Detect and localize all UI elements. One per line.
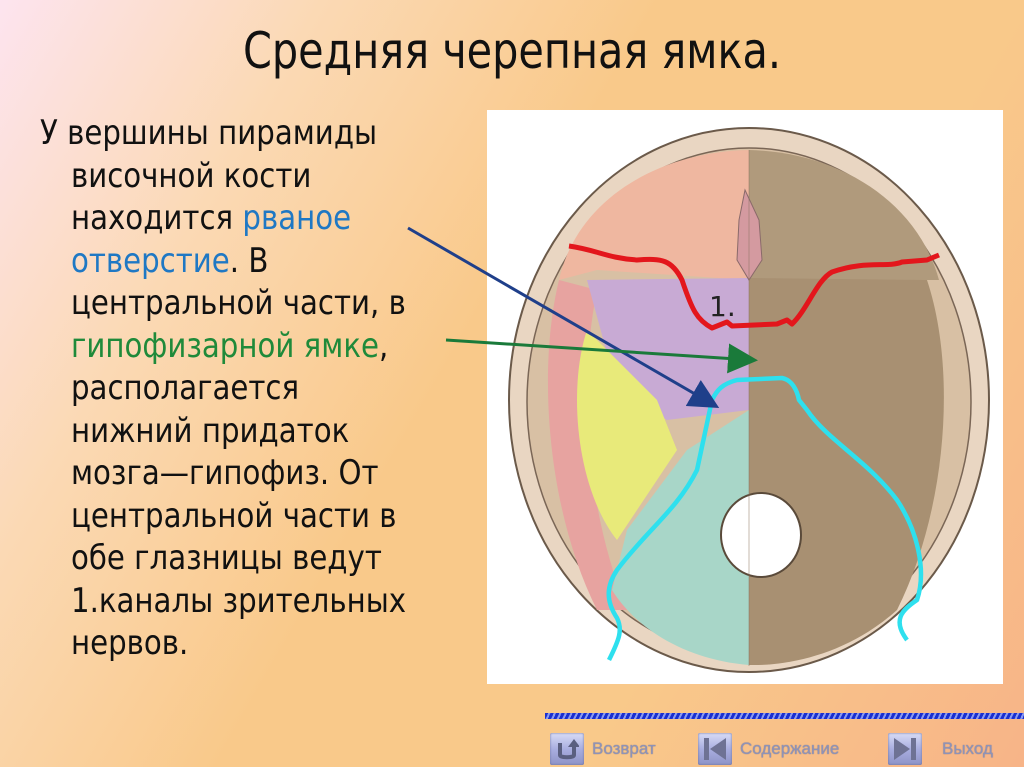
term-foramen-lacerum-2: отверстие xyxy=(70,240,230,281)
back-label: Возврат xyxy=(592,739,656,758)
nav-divider xyxy=(545,713,1024,719)
skull-base-illustration: 1. xyxy=(487,110,1003,684)
figure-label-1: 1. xyxy=(709,290,736,323)
body-line-0: У вершины пирамиды xyxy=(40,113,378,153)
contents-label: Содержание xyxy=(740,739,840,758)
contents-button[interactable]: Содержание xyxy=(698,733,839,765)
body-line-7: нижний придаток xyxy=(70,410,350,451)
term-foramen-lacerum: рваное xyxy=(242,198,352,238)
u-turn-arrow-icon xyxy=(550,733,584,765)
exit-label: Выход xyxy=(942,739,993,758)
body-line-9: центральной части в xyxy=(70,495,397,536)
body-line-8: мозга—гипофиз. От xyxy=(70,453,379,493)
slide-body-text: У вершины пирамиды височной кости находи… xyxy=(40,112,470,665)
body-line-2: находится рваное xyxy=(70,198,352,238)
body-line-1: височной кости xyxy=(70,155,312,196)
body-line-3: отверстие. В xyxy=(70,240,269,281)
body-line-11: 1.каналы зрительных xyxy=(70,580,407,621)
body-line-12: нервов. xyxy=(70,623,189,663)
term-hypophyseal-fossa: гипофизарной ямке xyxy=(70,325,379,366)
skip-to-end-icon xyxy=(888,733,922,765)
body-line-5: гипофизарной ямке, xyxy=(70,325,389,366)
skip-to-start-icon xyxy=(698,733,732,765)
slide-title: Средняя черепная ямка. xyxy=(242,22,782,80)
back-button[interactable]: Возврат xyxy=(550,733,656,765)
body-line-10: обе глазницы ведут xyxy=(70,538,382,578)
skull-base-drawing xyxy=(508,127,990,673)
exit-button[interactable]: Выход xyxy=(888,733,993,765)
body-line-6: располагается xyxy=(70,368,300,408)
body-line-4: центральной части, в xyxy=(70,283,406,323)
